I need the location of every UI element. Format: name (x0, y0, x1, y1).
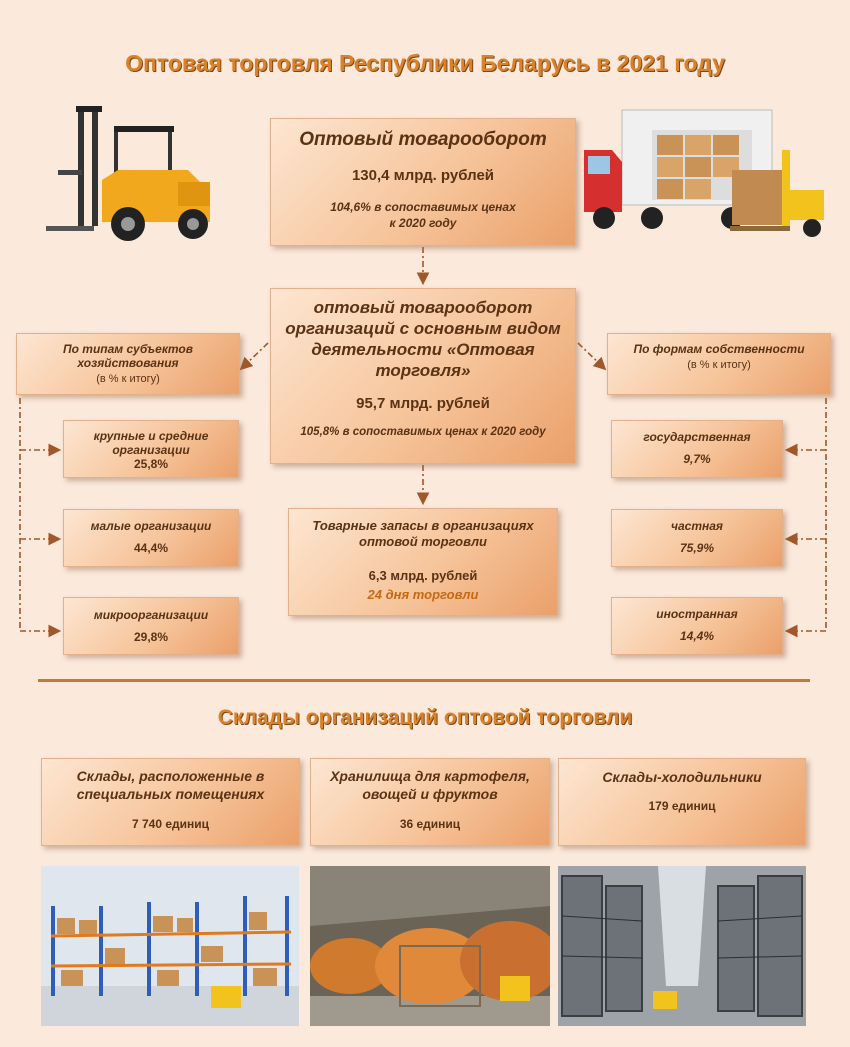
inventory-box: Товарные запасы в организациях оптовой т… (288, 508, 558, 616)
forklift-image (28, 100, 228, 250)
warehouse-special-value: 7 740 единиц (131, 817, 210, 831)
core-turnover-heading: оптовый товарооборот организаций с основ… (285, 298, 561, 380)
wholesale-turnover-value: 130,4 млрд. рублей (351, 167, 495, 184)
warehouse-cold-value: 179 единиц (648, 799, 716, 813)
ownership-state-label: государственная (643, 430, 751, 444)
core-turnover-box: оптовый товарооборот организаций с основ… (270, 288, 576, 464)
warehouse-special-label: Склады, расположенные в специальных поме… (76, 768, 265, 802)
warehouse-cold-box: Склады-холодильники 179 единиц (558, 758, 806, 846)
vegetable-storage-image (310, 866, 550, 1026)
truck-image (582, 100, 832, 245)
core-turnover-value: 95,7 млрд. рублей (356, 395, 490, 412)
by-entity-unit: (в % к итогу) (96, 373, 160, 385)
ownership-private-value: 75,9% (679, 541, 715, 555)
warehouses-title: Склады организаций оптовой торговли (217, 706, 633, 729)
entity-small-box: малые организации 44,4% (63, 509, 239, 567)
connector-arrows (19, 247, 827, 638)
entity-micro-value: 29,8% (133, 630, 169, 644)
ownership-state-box: государственная 9,7% (611, 420, 783, 478)
wholesale-turnover-heading: Оптовый товарооборот (299, 129, 547, 150)
by-ownership-unit: (в % к итогу) (687, 359, 751, 371)
ownership-foreign-label: иностранная (656, 607, 738, 621)
ownership-foreign-box: иностранная 14,4% (611, 597, 783, 655)
ownership-private-box: частная 75,9% (611, 509, 783, 567)
entity-large-medium-label: крупные и средние организации (93, 429, 209, 457)
ownership-foreign-value: 14,4% (679, 629, 715, 643)
by-ownership-heading-box: По формам собственности (в % к итогу) (607, 333, 831, 395)
entity-micro-label: микроорганизации (93, 608, 209, 622)
warehouse-vegetable-box: Хранилища для картофеля, овощей и фрукто… (310, 758, 550, 846)
warehouse-cold-label: Склады-холодильники (602, 769, 762, 785)
section-divider (38, 679, 810, 682)
ownership-state-value: 9,7% (683, 452, 711, 466)
inventory-days: 24 дня торговли (367, 587, 479, 602)
entity-small-label: малые организации (90, 519, 212, 533)
by-entity-heading: По типам субъектов хозяйствования (63, 342, 193, 370)
wholesale-turnover-percent-1: 104,6% в сопоставимых ценах (330, 200, 516, 214)
core-turnover-percent: 105,8% в сопоставимых ценах к 2020 году (300, 426, 546, 438)
wholesale-turnover-box: Оптовый товарооборот 130,4 млрд. рублей … (270, 118, 576, 246)
ownership-private-label: частная (670, 519, 723, 533)
inventory-heading: Товарные запасы в организациях оптовой т… (312, 518, 534, 549)
entity-large-medium-value: 25,8% (133, 457, 169, 471)
warehouse-special-box: Склады, расположенные в специальных поме… (41, 758, 300, 846)
warehouse-vegetable-label: Хранилища для картофеля, овощей и фрукто… (330, 768, 530, 802)
cold-storage-image (558, 866, 806, 1026)
entity-small-value: 44,4% (133, 541, 169, 555)
inventory-value: 6,3 млрд. рублей (368, 568, 478, 583)
by-entity-heading-box: По типам субъектов хозяйствования (в % к… (16, 333, 240, 395)
warehouse-vegetable-value: 36 единиц (399, 817, 461, 831)
wholesale-turnover-percent-2: к 2020 году (389, 216, 457, 230)
page-title: Оптовая торговля Республики Беларусь в 2… (125, 50, 725, 76)
warehouse-shelves-image (41, 866, 299, 1026)
entity-micro-box: микроорганизации 29,8% (63, 597, 239, 655)
entity-large-medium-box: крупные и средние организации 25,8% (63, 420, 239, 478)
by-ownership-heading: По формам собственности (633, 342, 805, 356)
